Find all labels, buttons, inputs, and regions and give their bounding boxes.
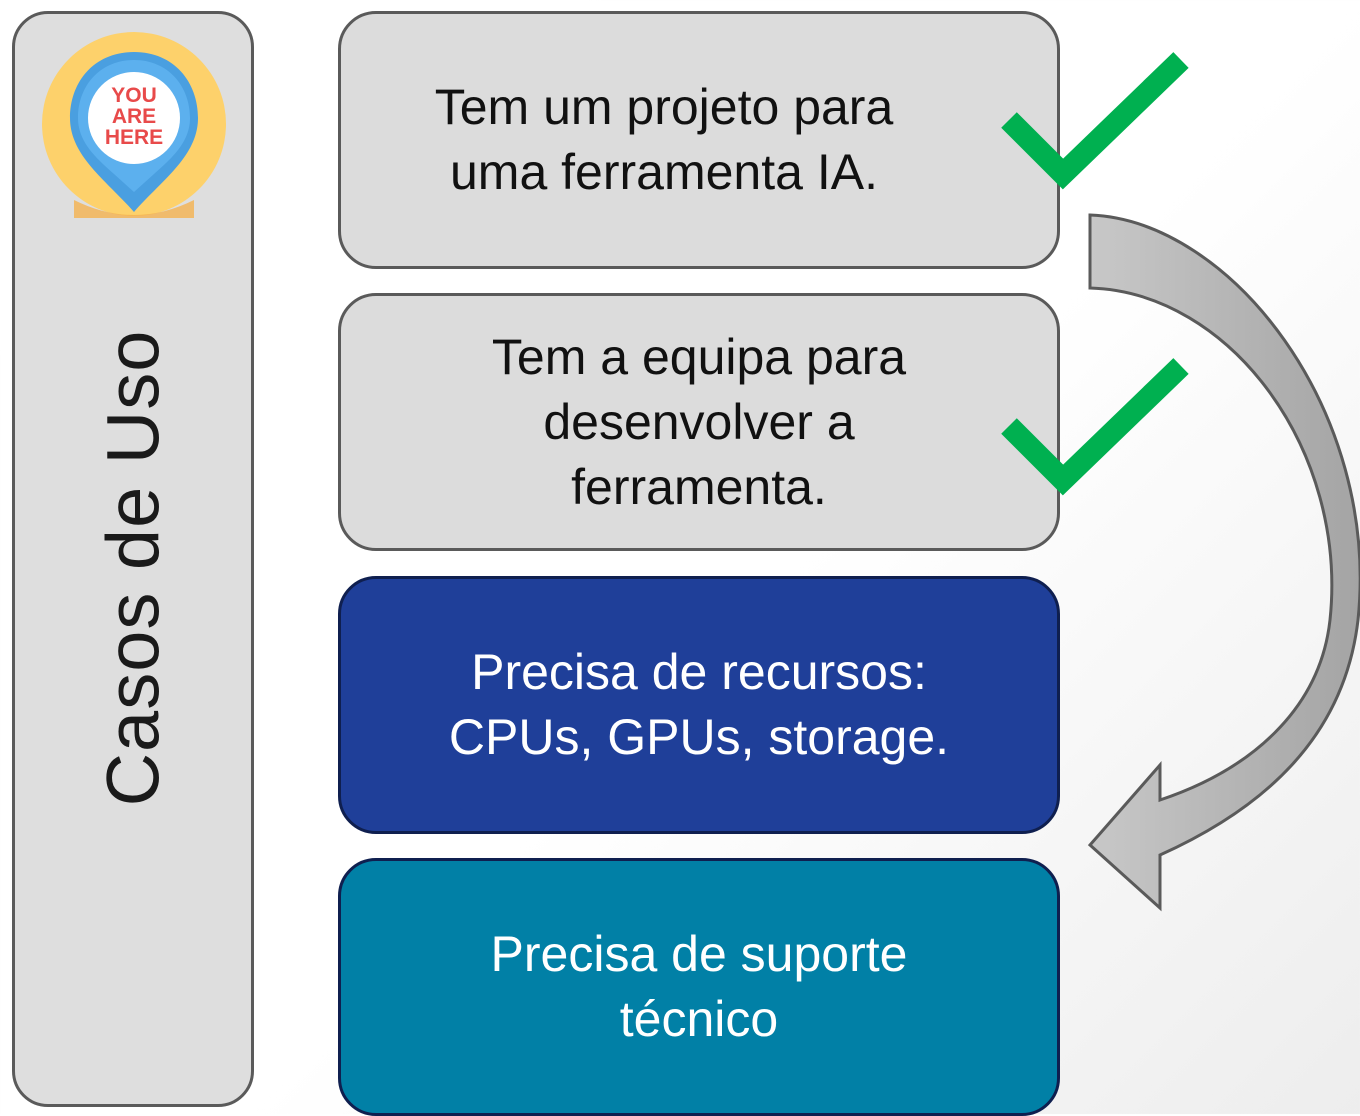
checkmark-icon — [1001, 358, 1189, 496]
curved-arrow-icon — [1087, 213, 1360, 912]
checkmark-icon — [1001, 52, 1189, 190]
you-are-here-pin-icon: YOU ARE HERE — [42, 32, 226, 218]
step-box-support: Precisa de suporte técnico — [338, 858, 1060, 1116]
side-panel-title: Casos de Uso — [91, 329, 175, 807]
step-box-project: Tem um projeto para uma ferramenta IA. — [338, 11, 1060, 269]
badge-text-line-1: YOU — [111, 84, 157, 107]
badge-text-line-3: HERE — [105, 126, 163, 149]
step-box-team: Tem a equipa para desenvolver a ferramen… — [338, 293, 1060, 551]
badge-text-line-2: ARE — [112, 105, 156, 128]
step-box-resources: Precisa de recursos: CPUs, GPUs, storage… — [338, 576, 1060, 834]
